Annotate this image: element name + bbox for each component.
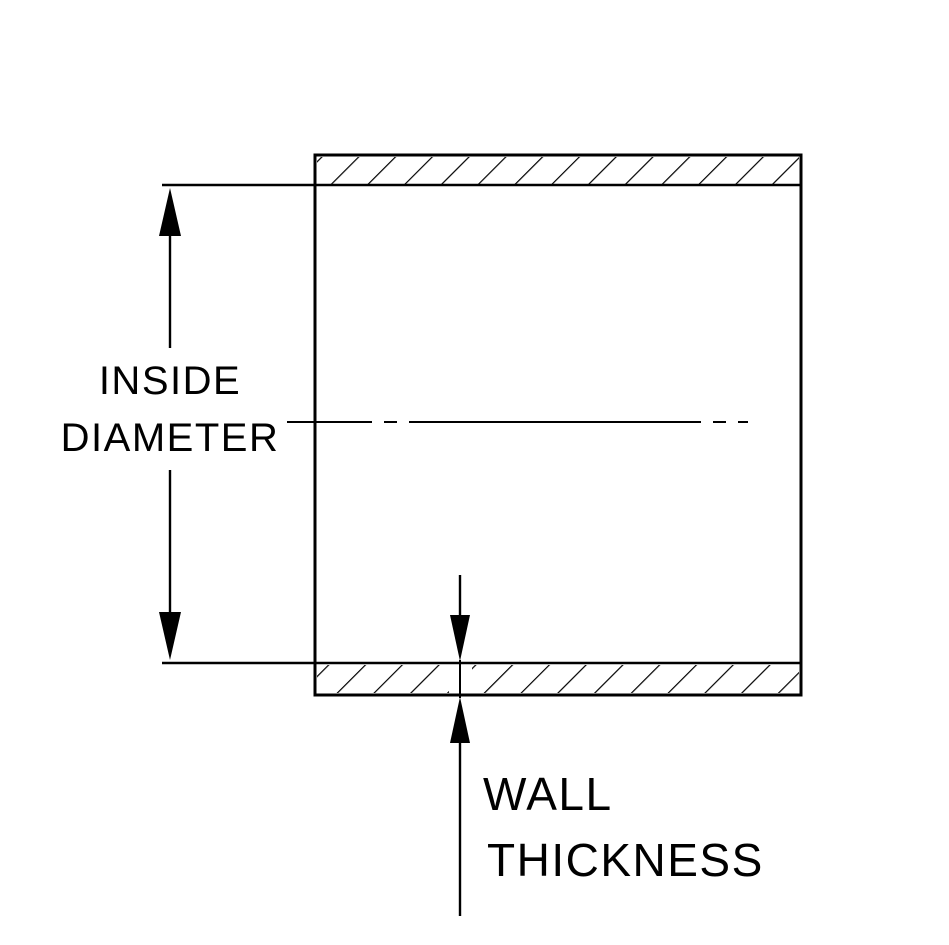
wall-thickness-label-line1: WALL: [483, 768, 613, 820]
wall-thickness-label-line2: THICKNESS: [487, 834, 764, 886]
wall-thickness-callout: WALL THICKNESS: [450, 575, 764, 916]
inside-diameter-dimension: INSIDE DIAMETER: [61, 183, 315, 665]
wall-thickness-arrow-down-icon: [450, 615, 470, 661]
dimension-arrow-up-icon: [159, 188, 181, 236]
inside-diameter-label-line2: DIAMETER: [61, 416, 280, 460]
top-wall-hatch: [317, 157, 799, 184]
tube-outline: [313, 153, 803, 697]
wall-thickness-arrow-up-icon: [450, 697, 470, 743]
inside-diameter-label-line1: INSIDE: [99, 359, 241, 403]
bottom-wall-hatch: [317, 665, 799, 693]
dimension-arrow-down-icon: [159, 612, 181, 660]
